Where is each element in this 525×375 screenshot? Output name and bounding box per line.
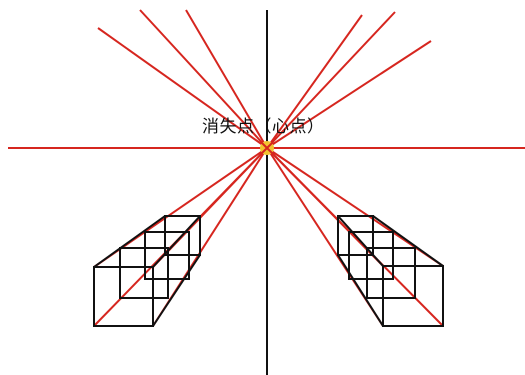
left-box-edge-3	[93, 215, 166, 268]
right-box-edge-2	[337, 254, 384, 327]
upper-line-1	[97, 27, 268, 149]
vanishing-point-label: 消失点（心点）	[202, 117, 325, 137]
right-boxes	[337, 215, 444, 327]
vanishing-point-cross-2	[260, 141, 274, 155]
left-front-box	[93, 266, 154, 327]
right-back-box-3	[366, 247, 416, 299]
vanishing-point-marker	[260, 141, 274, 155]
left-back-box-1	[164, 215, 201, 256]
left-box-edge-2	[152, 254, 201, 327]
right-box-edge-1	[337, 215, 384, 267]
upper-line-6	[266, 40, 432, 149]
right-line-3	[266, 147, 444, 267]
upper-line-5	[266, 11, 396, 149]
left-box-edge-1	[152, 215, 201, 268]
upper-line-4	[266, 14, 363, 149]
upper-perspective-lines	[97, 9, 432, 149]
upper-line-3	[185, 9, 268, 149]
right-line-4	[266, 147, 444, 327]
right-back-box-1	[337, 215, 374, 256]
right-back-box-2	[348, 231, 394, 280]
upper-line-2	[139, 9, 268, 149]
right-box-perspective-lines	[266, 147, 444, 327]
right-box-edge-3	[372, 215, 444, 267]
left-boxes	[93, 215, 201, 327]
left-back-box-3	[119, 247, 169, 299]
right-front-box	[382, 265, 444, 327]
